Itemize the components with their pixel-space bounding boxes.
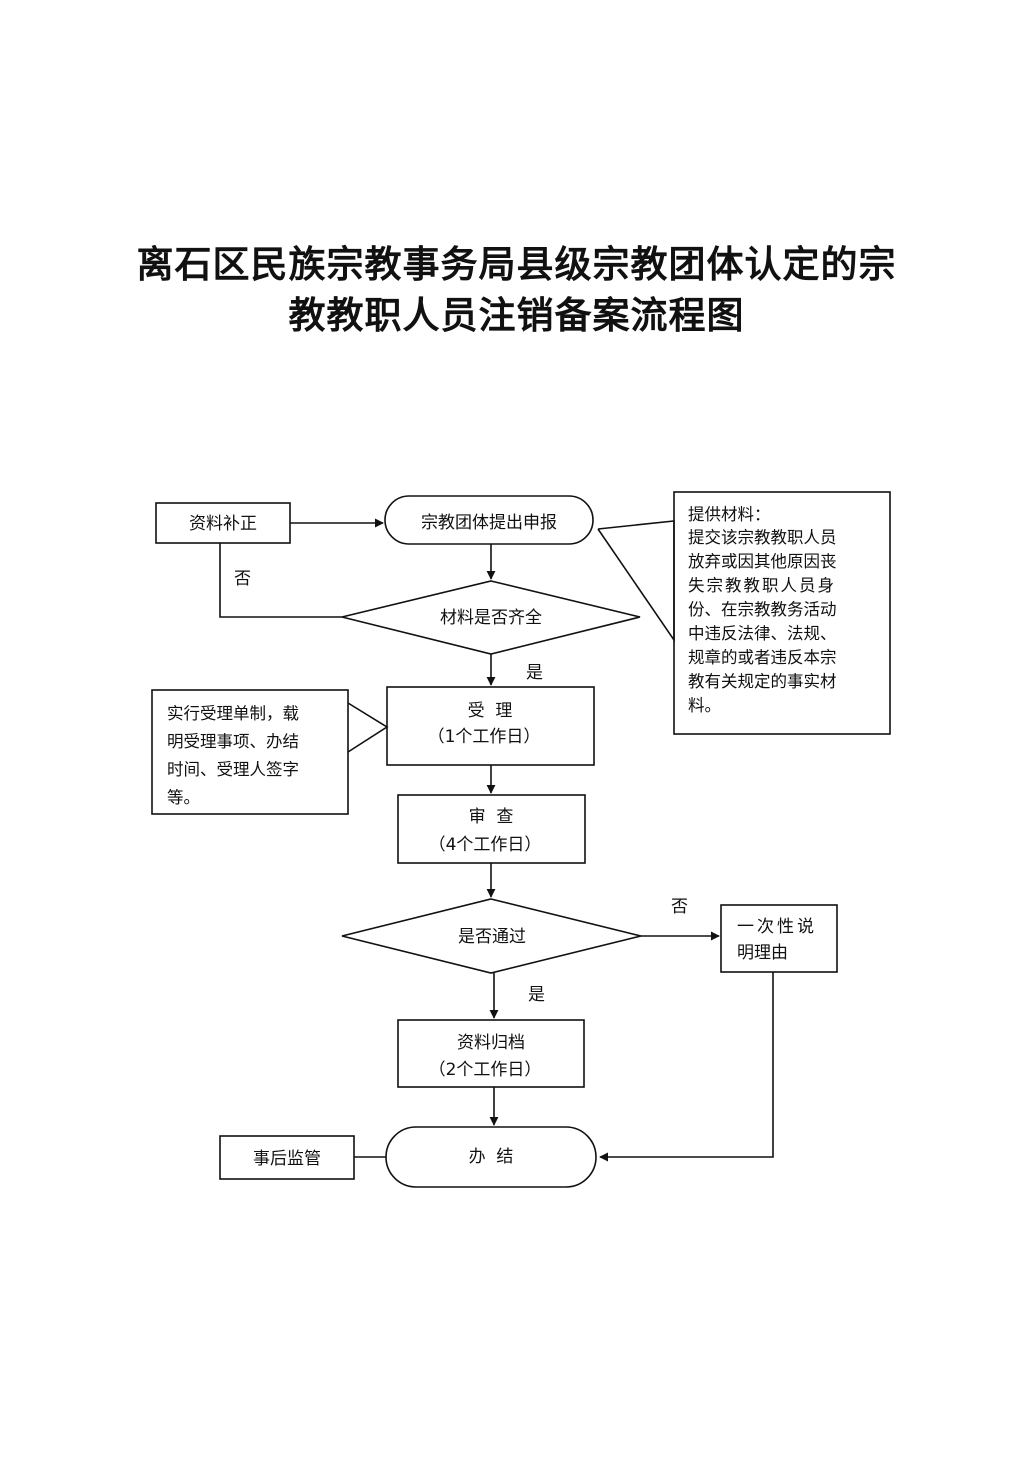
check-complete-label: 材料是否齐全: [440, 608, 542, 628]
accept-days: （1个工作日）: [428, 727, 541, 747]
archive-days: （2个工作日）: [429, 1060, 542, 1080]
materials-note-line: 中违反法律、法规、: [688, 624, 837, 643]
callout-acceptance-to-accept: [347, 702, 389, 753]
materials-note-line: 份、在宗教教务活动: [688, 600, 837, 619]
edge-label-no-pass: 否: [671, 897, 688, 917]
pass-check-diamond: [341, 898, 642, 974]
callout-submit-to-materials: [597, 520, 675, 643]
submit-terminal: [384, 495, 594, 545]
arrow-explain-to-finish: [599, 972, 774, 1162]
finish-label: 办 结: [469, 1147, 514, 1167]
acceptance-note-line: 明受理事项、办结: [167, 732, 299, 751]
submit-label: 宗教团体提出申报: [421, 513, 557, 533]
pass-check-label: 是否通过: [458, 927, 526, 947]
edge-label-yes-complete: 是: [526, 663, 543, 683]
archive-box: [397, 1019, 585, 1088]
diagram-title-line-2: 教教职人员注销备案流程图: [288, 294, 745, 337]
materials-note-line: 教有关规定的事实材: [688, 672, 837, 691]
explain-box: [720, 904, 838, 973]
acceptance-note-line: 实行受理单制，载: [167, 704, 299, 723]
materials-note-line: 放弃或因其他原因丧: [688, 552, 837, 571]
explain-line-2: 明理由: [737, 943, 788, 963]
archive-title: 资料归档: [457, 1033, 525, 1053]
acceptance-note-line: 时间、受理人签字: [167, 760, 299, 779]
supervise-label: 事后监管: [253, 1149, 321, 1169]
accept-box: [386, 686, 595, 766]
materials-note-line: 提交该宗教教职人员: [688, 528, 837, 547]
supplement-label: 资料补正: [189, 514, 257, 534]
review-title: 审 查: [469, 807, 514, 827]
edge-label-yes-pass: 是: [528, 985, 545, 1005]
materials-note-line: 规章的或者违反本宗: [688, 648, 837, 667]
edge-label-no-complete: 否: [234, 569, 251, 589]
explain-line-1: 一次性说: [737, 917, 817, 937]
review-days: （4个工作日）: [429, 835, 542, 855]
materials-note-line: 料。: [688, 696, 721, 715]
accept-title: 受 理: [468, 701, 513, 721]
materials-note-line: 提供材料：: [688, 505, 771, 524]
acceptance-note-line: 等。: [167, 788, 200, 807]
diagram-title-line-1: 离石区民族宗教事务局县级宗教团体认定的宗: [136, 243, 897, 286]
materials-note-line: 失宗教教职人员身: [688, 576, 836, 595]
line-check-no-to-supplement: [219, 543, 342, 618]
